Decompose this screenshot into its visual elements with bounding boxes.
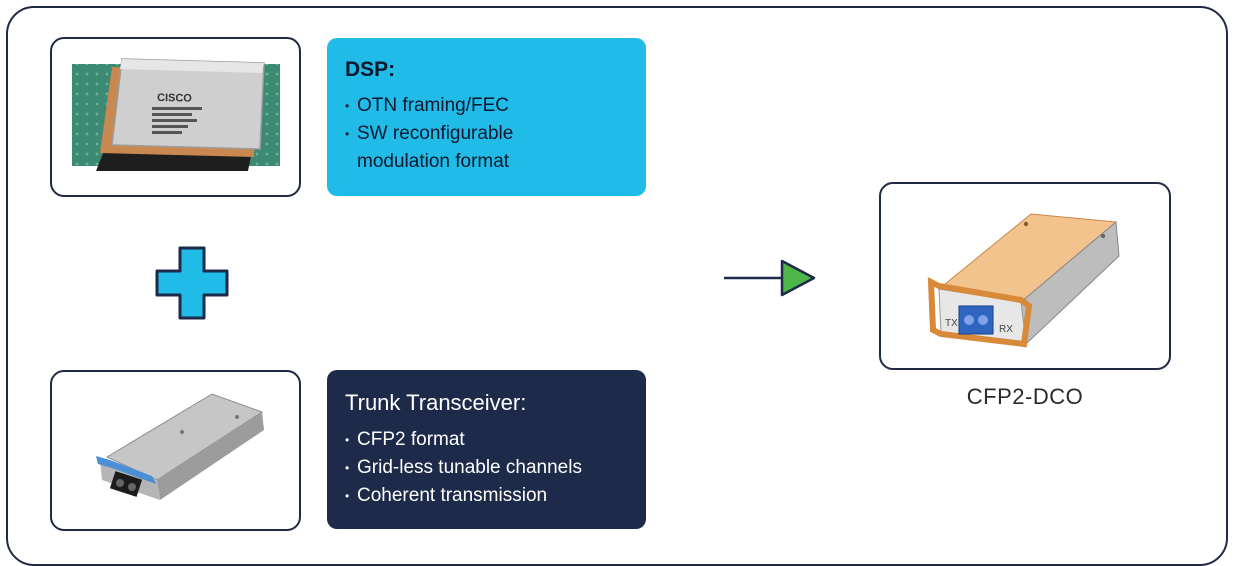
cfp2-dco-image-box: TX RX [879,182,1171,370]
trunk-transceiver-image-box [50,370,301,531]
rx-label: RX [999,324,1013,335]
dsp-panel: DSP: OTN framing/FEC SW reconfigurable m… [327,38,646,196]
arrow-right-icon [724,259,816,297]
trunk-title: Trunk Transceiver: [345,390,527,415]
dsp-chip-image: CISCO [72,58,280,171]
dsp-bullet: SW reconfigurable modulation format [345,120,557,176]
plus-icon [155,246,229,320]
trunk-bullet: Coherent transmission [345,482,628,510]
trunk-panel: Trunk Transceiver: CFP2 format Grid-less… [327,370,646,529]
trunk-bullet: Grid-less tunable channels [345,454,628,482]
dsp-title: DSP: [345,58,396,81]
trunk-bullet-list: CFP2 format Grid-less tunable channels C… [345,426,628,510]
dsp-chip-image-box: CISCO [50,37,301,197]
chip-brand-text: CISCO [157,92,192,105]
cfp2-dco-image: TX RX [927,213,1120,348]
tx-label: TX [945,318,958,329]
cfp2-dco-caption: CFP2-DCO [966,384,1084,409]
trunk-transceiver-image [96,393,264,500]
dsp-bullet-list: OTN framing/FEC SW reconfigurable modula… [345,92,628,176]
trunk-bullet: CFP2 format [345,426,628,454]
dsp-bullet: OTN framing/FEC [345,92,628,120]
